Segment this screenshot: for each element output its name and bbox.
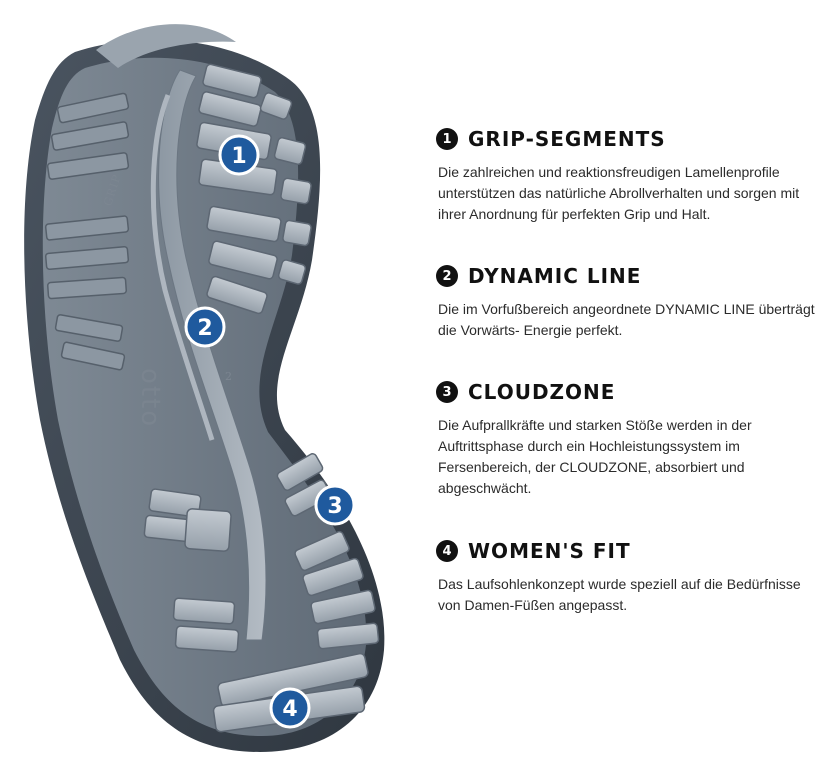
badge-3: 3: [314, 484, 356, 526]
badge-2: 2: [184, 306, 226, 348]
feature-grip-segments: 1 GRIP-SEGMENTS Die zahlreichen und reak…: [436, 124, 828, 225]
badge-4: 4: [269, 687, 311, 729]
feature-description: Die im Vorfußbereich angeordnete DYNAMIC…: [438, 301, 815, 338]
svg-text:3: 3: [327, 494, 342, 519]
number-1-icon: 1: [436, 128, 458, 150]
feature-description: Die Aufprallkräfte und starken Stöße wer…: [438, 417, 752, 496]
svg-text:2: 2: [197, 316, 212, 341]
svg-text:1: 1: [231, 144, 246, 169]
feature-womens-fit: 4 WOMEN'S FIT Das Laufsohlenkonzept wurd…: [436, 536, 828, 616]
shoe-sole-illustration: GRIP otto 2 1 2: [0, 0, 420, 771]
toe-cap: [96, 24, 236, 68]
number-4-icon: 4: [436, 540, 458, 562]
feature-description: Die zahlreichen und reaktionsfreudigen L…: [438, 164, 800, 222]
feature-header: 1 GRIP-SEGMENTS: [436, 124, 828, 154]
number-3-icon: 3: [436, 381, 458, 403]
feature-header: 3 CLOUDZONE: [436, 377, 828, 407]
feature-title: GRIP-SEGMENTS: [468, 127, 666, 151]
dynamic-line: [158, 69, 267, 641]
feature-title: CLOUDZONE: [468, 380, 616, 404]
brand-emboss: otto: [135, 368, 165, 428]
feature-description: Das Laufsohlenkonzept wurde speziell auf…: [438, 576, 801, 613]
feature-header: 2 DYNAMIC LINE: [436, 261, 828, 291]
feature-header: 4 WOMEN'S FIT: [436, 536, 828, 566]
feature-title: DYNAMIC LINE: [468, 264, 642, 288]
svg-text:4: 4: [282, 697, 297, 722]
feature-dynamic-line: 2 DYNAMIC LINE Die im Vorfußbereich ange…: [436, 261, 828, 341]
feature-cloudzone: 3 CLOUDZONE Die Aufprallkräfte und stark…: [436, 377, 828, 499]
small-emboss: 2: [225, 370, 233, 383]
number-2-icon: 2: [436, 265, 458, 287]
feature-title: WOMEN'S FIT: [468, 539, 631, 563]
badge-1: 1: [218, 134, 260, 176]
